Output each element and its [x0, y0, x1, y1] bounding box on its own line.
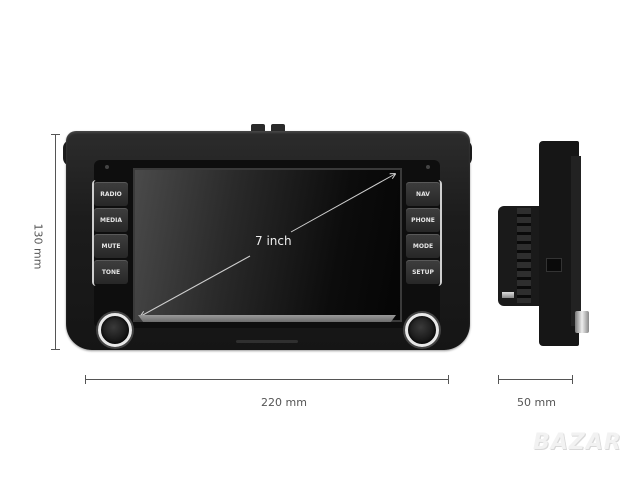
top-clip-right [271, 124, 285, 132]
indicator-left [105, 165, 109, 169]
screen-bottom-lip [138, 315, 396, 322]
tune-knob-right[interactable] [405, 313, 439, 347]
indicator-right [426, 165, 430, 169]
diagonal-arrow-icon [135, 170, 400, 320]
setup-button[interactable]: SETUP [406, 260, 440, 284]
depth-dimension-right-tick [572, 375, 573, 384]
watermark-logo: BAZAR [533, 430, 622, 455]
left-button-column: RADIO MEDIA MUTE TONE [92, 180, 128, 286]
volume-knob-left[interactable] [98, 313, 132, 347]
mute-button[interactable]: MUTE [94, 234, 128, 258]
width-dimension-line [85, 379, 449, 380]
nav-button[interactable]: NAV [406, 182, 440, 206]
width-dimension-right-tick [448, 375, 449, 384]
media-button[interactable]: MEDIA [94, 208, 128, 232]
bottom-slot [236, 340, 298, 343]
mode-button[interactable]: MODE [406, 234, 440, 258]
height-dimension-bottom-tick [51, 349, 60, 350]
depth-dimension-left-tick [498, 375, 499, 384]
side-pin [502, 292, 514, 298]
depth-dimension-label: 50 mm [517, 396, 556, 409]
depth-dimension-line [498, 379, 573, 380]
tone-button[interactable]: TONE [94, 260, 128, 284]
side-knob-profile [575, 311, 589, 333]
height-dimension-line [55, 134, 56, 349]
width-dimension-left-tick [85, 375, 86, 384]
side-front-panel [571, 156, 581, 326]
top-clip-left [251, 124, 265, 132]
height-dimension-label: 130 mm [31, 223, 45, 270]
right-button-column: NAV PHONE MODE SETUP [406, 180, 442, 286]
phone-button[interactable]: PHONE [406, 208, 440, 232]
height-dimension-top-tick [51, 134, 60, 135]
screen-size-label: 7 inch [255, 234, 292, 248]
width-dimension-label: 220 mm [261, 396, 307, 409]
side-connector-array [517, 208, 531, 303]
side-latch [546, 258, 562, 272]
touch-screen[interactable]: 7 inch [133, 168, 402, 322]
radio-button[interactable]: RADIO [94, 182, 128, 206]
